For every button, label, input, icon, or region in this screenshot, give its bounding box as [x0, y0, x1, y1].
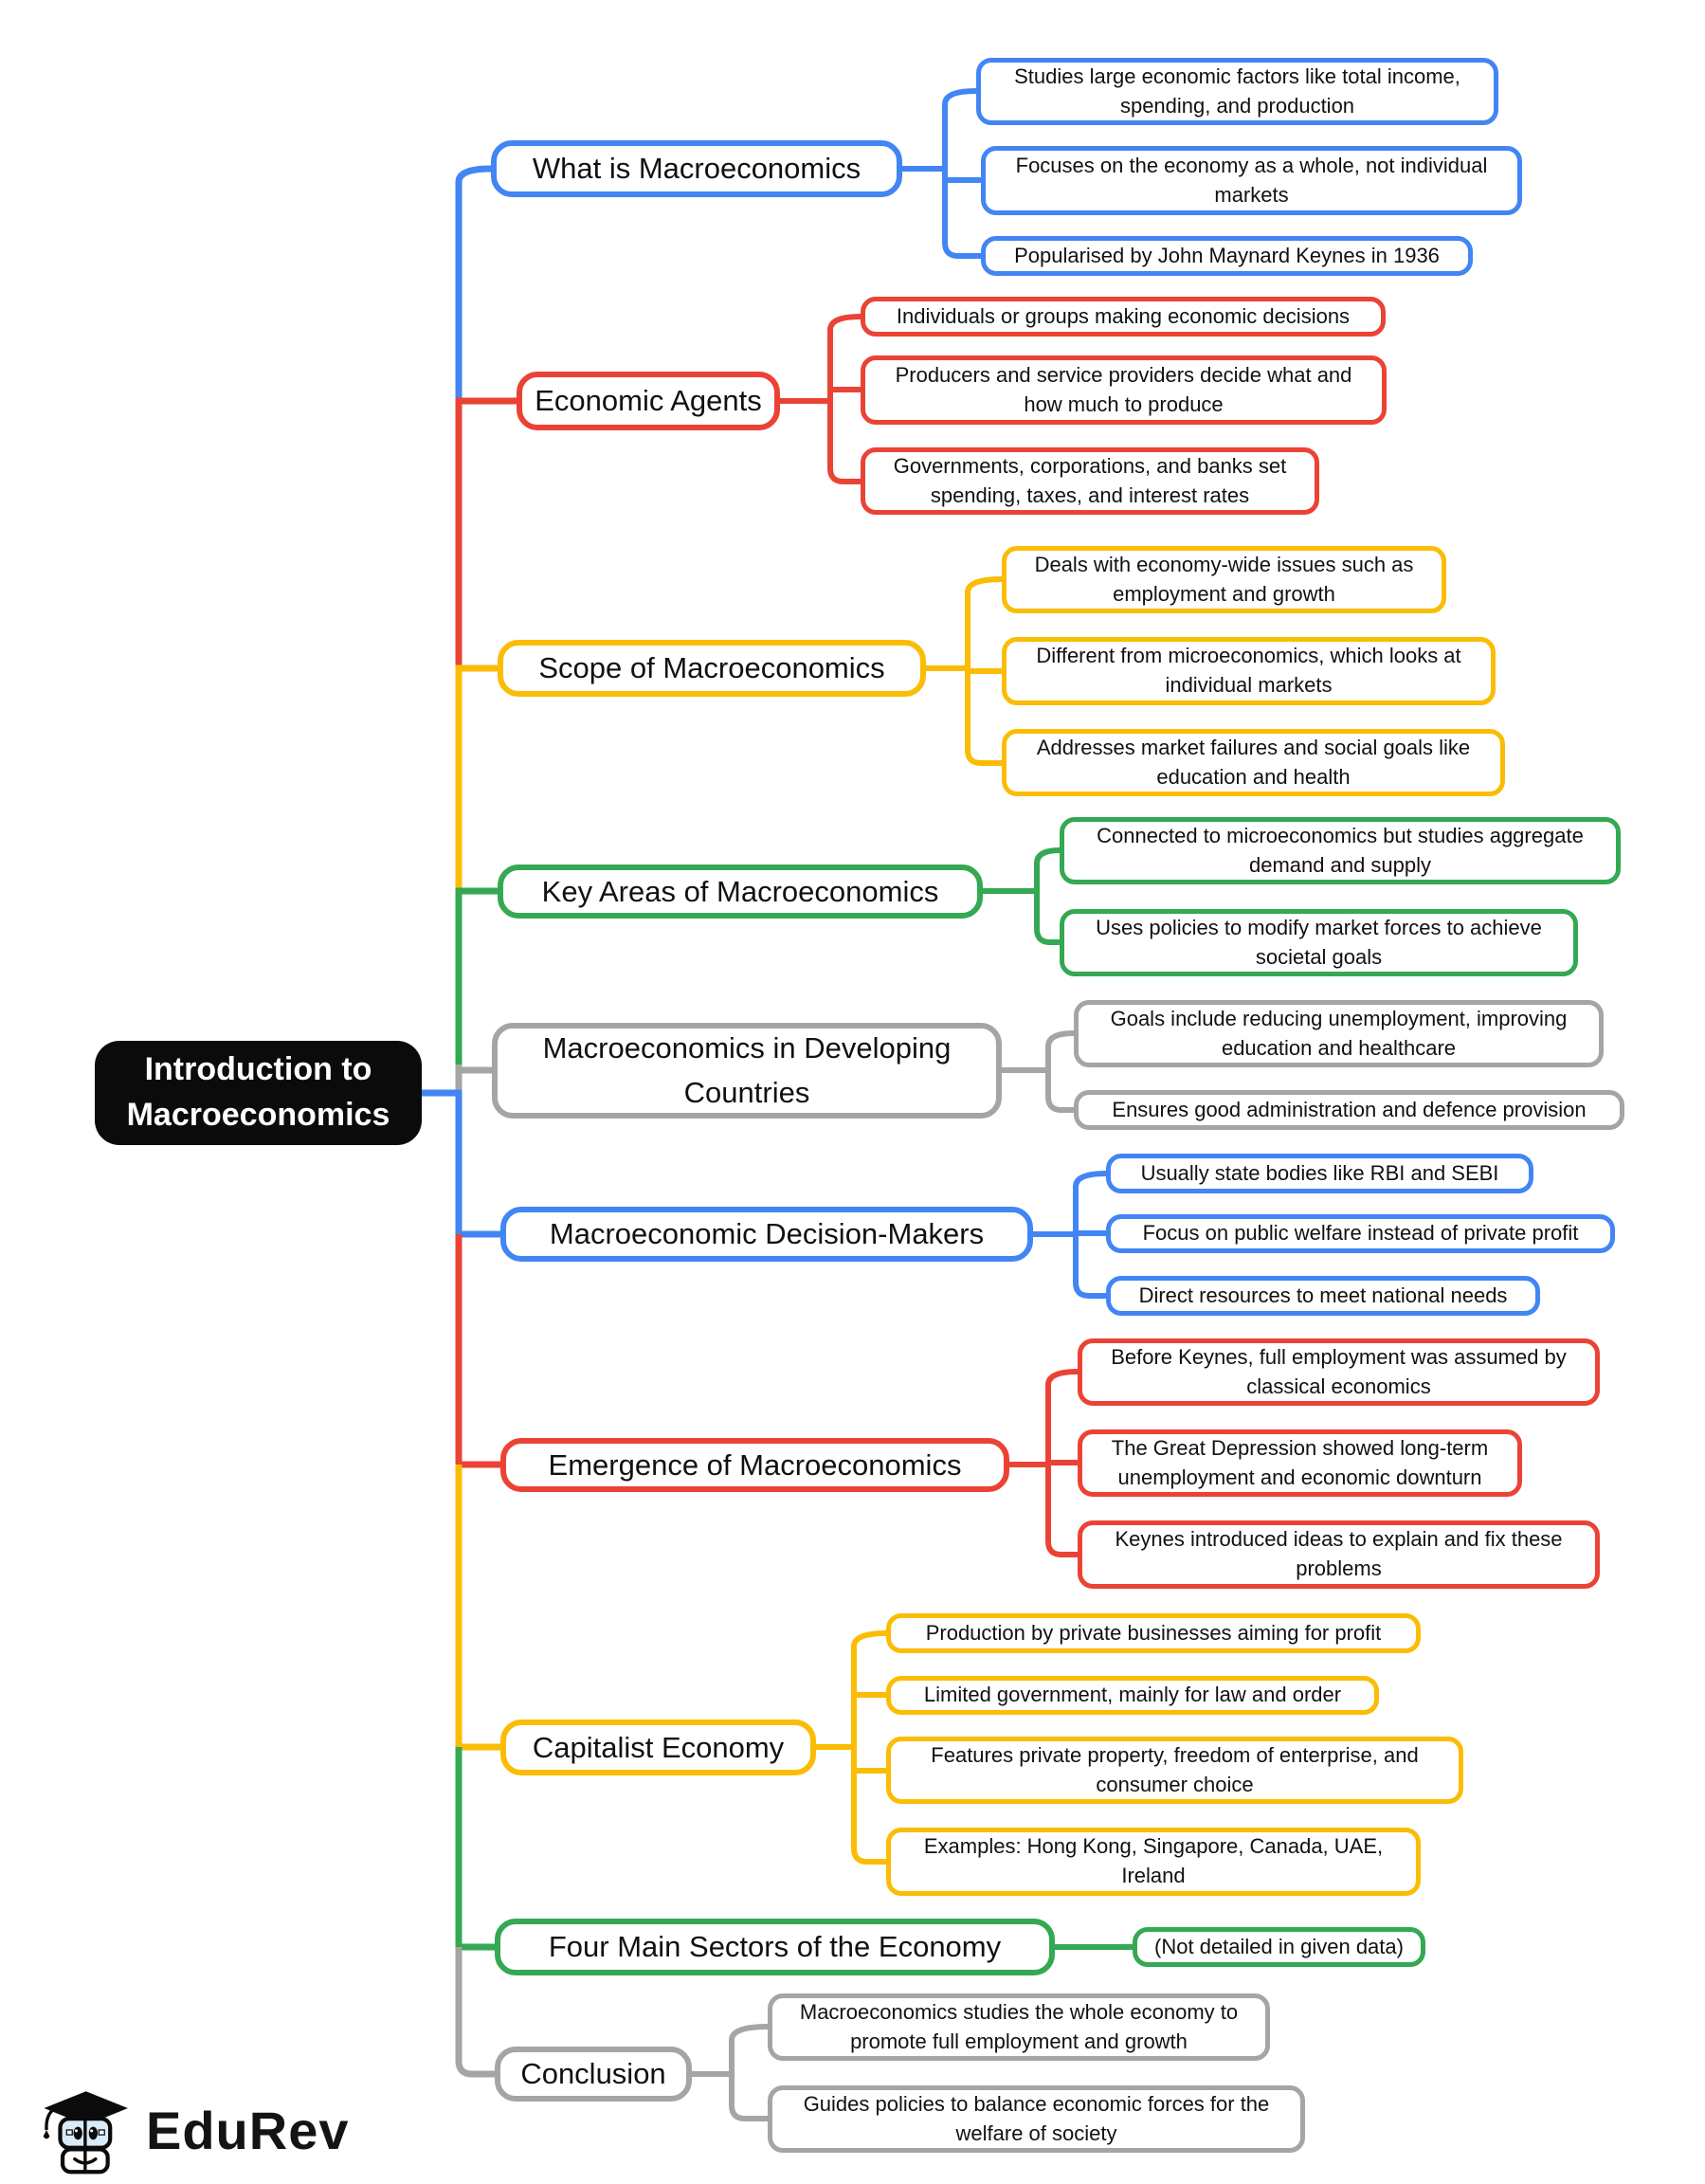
child-node-developing-1: Goals include reducing unemployment, imp…	[1074, 1000, 1604, 1067]
child-node-conclusion-2: Guides policies to balance economic forc…	[768, 2085, 1305, 2153]
branch-node-emergence-of-macroeconomics: Emergence of Macroeconomics	[500, 1438, 1009, 1492]
branch-node-what-is-macroeconomics: What is Macroeconomics	[491, 140, 902, 197]
child-node-emergence-1: Before Keynes, full employment was assum…	[1078, 1338, 1600, 1406]
child-node-what-2: Focuses on the economy as a whole, not i…	[981, 146, 1522, 215]
child-node-capitalist-3: Features private property, freedom of en…	[886, 1737, 1463, 1804]
child-node-keyareas-2: Uses policies to modify market forces to…	[1060, 909, 1578, 976]
connector-b3	[926, 576, 1003, 766]
connector-spine-red-top	[455, 397, 517, 668]
child-node-sectors-1: (Not detailed in given data)	[1133, 1927, 1425, 1967]
child-node-emergence-3: Keynes introduced ideas to explain and f…	[1078, 1520, 1600, 1589]
connector-spine-yellow-top	[455, 664, 498, 891]
branch-node-capitalist-economy: Capitalist Economy	[500, 1720, 816, 1775]
branch-node-macroeconomics-in-developing-countries: Macroeconomics in Developing Countries	[492, 1023, 1002, 1119]
connector-spine-green-bottom	[455, 1747, 495, 1951]
connector-b8	[816, 1630, 887, 1865]
child-node-what-3: Popularised by John Maynard Keynes in 19…	[981, 236, 1473, 276]
branch-node-key-areas-of-macroeconomics: Key Areas of Macroeconomics	[498, 864, 983, 919]
child-node-what-1: Studies large economic factors like tota…	[976, 58, 1498, 125]
child-node-capitalist-4: Examples: Hong Kong, Singapore, Canada, …	[886, 1828, 1421, 1896]
child-node-agents-1: Individuals or groups making economic de…	[861, 297, 1386, 337]
connector-spine-red-bottom	[455, 1234, 500, 1468]
child-node-scope-1: Deals with economy-wide issues such as e…	[1002, 546, 1446, 613]
connector-b10	[692, 2024, 769, 2121]
child-node-decision-2: Focus on public welfare instead of priva…	[1106, 1214, 1615, 1253]
connector-b5	[1002, 1030, 1075, 1113]
edurev-logo: EduRev	[36, 2082, 350, 2178]
branch-node-four-main-sectors-of-the-economy: Four Main Sectors of the Economy	[495, 1919, 1055, 1975]
connector-spine-gray-bottom	[455, 1947, 495, 2078]
edurev-brand-text: EduRev	[146, 2100, 350, 2160]
branch-node-scope-of-macroeconomics: Scope of Macroeconomics	[498, 640, 926, 697]
graduation-cap-mascot-icon	[43, 2091, 128, 2175]
child-node-agents-2: Producers and service providers decide w…	[861, 355, 1387, 425]
child-node-scope-2: Different from microeconomics, which loo…	[1002, 637, 1496, 705]
connector-root-stem	[422, 1089, 500, 1238]
connector-b6	[1033, 1171, 1107, 1299]
connector-spine-gray-top	[455, 1065, 492, 1093]
branch-node-macroeconomic-decision-makers: Macroeconomic Decision-Makers	[500, 1207, 1033, 1262]
child-node-decision-1: Usually state bodies like RBI and SEBI	[1106, 1154, 1533, 1193]
connector-b4	[983, 847, 1061, 945]
child-node-decision-3: Direct resources to meet national needs	[1106, 1276, 1540, 1316]
branch-node-conclusion: Conclusion	[495, 2047, 692, 2102]
child-node-conclusion-1: Macroeconomics studies the whole economy…	[768, 1993, 1270, 2061]
branch-node-economic-agents: Economic Agents	[517, 372, 780, 430]
child-node-scope-3: Addresses market failures and social goa…	[1002, 729, 1505, 796]
connector-b1	[902, 88, 981, 259]
child-node-agents-3: Governments, corporations, and banks set…	[861, 447, 1319, 515]
child-node-keyareas-1: Connected to microeconomics but studies …	[1060, 817, 1621, 884]
child-node-developing-2: Ensures good administration and defence …	[1074, 1090, 1624, 1130]
root-node: Introduction to Macroeconomics	[95, 1041, 422, 1145]
connector-spine-yellow-bottom	[455, 1465, 500, 1751]
connector-b2	[780, 314, 862, 484]
child-node-emergence-2: The Great Depression showed long-term un…	[1078, 1429, 1522, 1497]
child-node-capitalist-2: Limited government, mainly for law and o…	[886, 1676, 1379, 1715]
connector-b7	[1009, 1369, 1079, 1557]
child-node-capitalist-1: Production by private businesses aiming …	[886, 1613, 1421, 1653]
connector-spine-blue-top	[455, 165, 492, 401]
